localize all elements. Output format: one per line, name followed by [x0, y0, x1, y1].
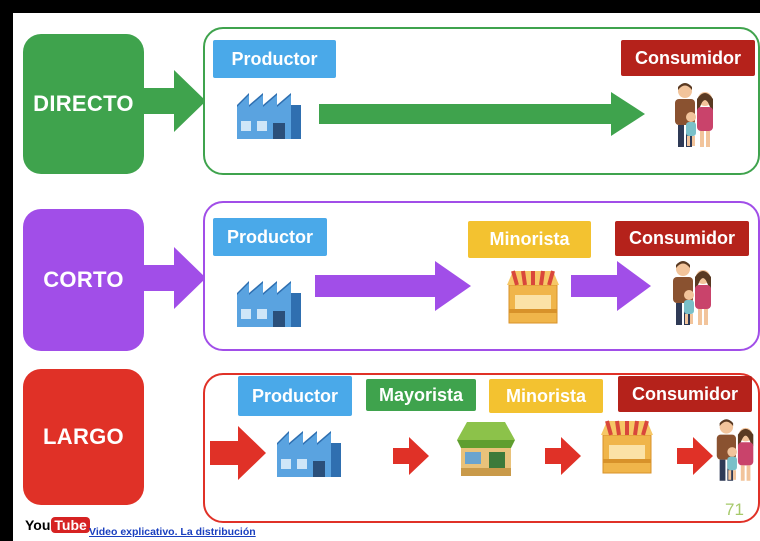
factory-icon — [237, 93, 301, 139]
corto-arrow-1 — [315, 261, 471, 311]
factory-icon — [277, 431, 341, 477]
channel-corto: CORTO — [23, 209, 144, 351]
corto-connector-arrow — [144, 247, 206, 309]
corto-arrow-2 — [571, 261, 651, 311]
family-icon — [673, 261, 711, 325]
store-building-icon — [457, 422, 515, 476]
video-link[interactable]: Video explicativo. La distribución — [89, 526, 256, 538]
family-icon — [716, 419, 754, 481]
corto-consumidor-tag: Consumidor — [615, 221, 749, 256]
family-icon — [675, 83, 713, 147]
factory-icon — [237, 281, 301, 327]
youtube-logo[interactable]: You Tube — [25, 517, 90, 533]
directo-main-arrow — [319, 92, 645, 136]
largo-minorista-tag: Minorista — [489, 379, 603, 413]
channel-corto-label: CORTO — [43, 267, 124, 292]
shop-icon — [507, 270, 559, 324]
channel-largo-label: LARGO — [43, 424, 124, 449]
largo-consumidor-tag: Consumidor — [618, 376, 752, 412]
largo-arrow-4 — [677, 437, 713, 475]
largo-arrow-2 — [393, 437, 429, 475]
shop-icon — [601, 420, 653, 474]
largo-arrow-1 — [210, 426, 266, 480]
channel-largo: LARGO — [23, 369, 144, 505]
slide: DIRECTO Productor Consumidor COR — [13, 13, 760, 541]
largo-arrow-3 — [545, 437, 581, 475]
channel-directo-label: DIRECTO — [33, 91, 134, 116]
corto-productor-tag: Productor — [213, 218, 327, 256]
largo-productor-tag: Productor — [238, 376, 352, 416]
directo-connector-arrow — [144, 70, 206, 132]
largo-mayorista-tag: Mayorista — [366, 379, 476, 411]
page-number: 71 — [725, 500, 744, 519]
corto-minorista-tag: Minorista — [468, 221, 591, 258]
directo-consumidor-tag: Consumidor — [621, 40, 755, 76]
channel-directo: DIRECTO — [23, 34, 144, 174]
directo-productor-tag: Productor — [213, 40, 336, 78]
